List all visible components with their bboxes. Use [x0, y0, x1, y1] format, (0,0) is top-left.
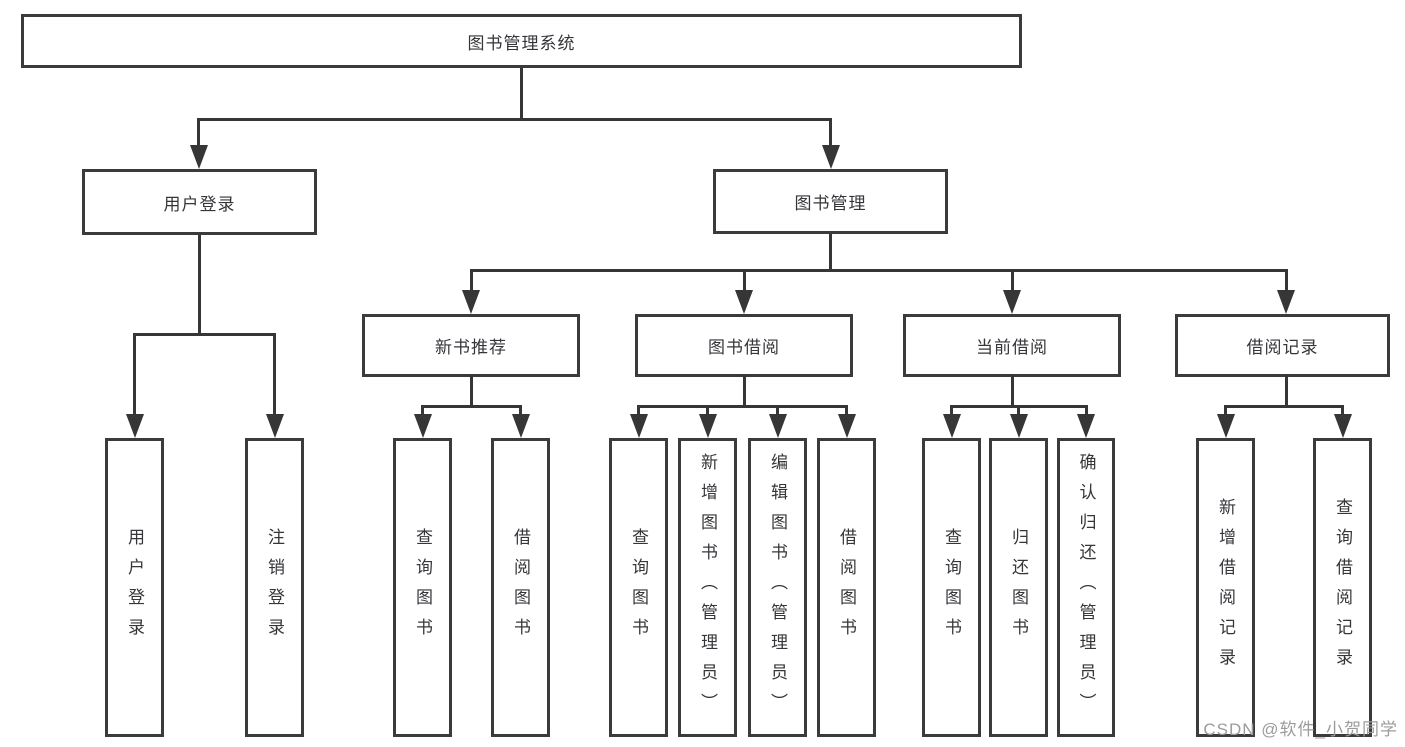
connector-line [273, 333, 276, 417]
leaf-query-books-borrowing: 查询图书 [609, 438, 668, 737]
arrowhead-down [266, 414, 284, 438]
connector-line [1085, 405, 1088, 417]
arrowhead-down [1010, 414, 1028, 438]
connector-line [470, 269, 473, 292]
arrowhead-down [838, 414, 856, 438]
connector-line [743, 375, 746, 407]
node-user-login: 用户登录 [82, 169, 317, 235]
connector-line [421, 405, 424, 417]
node-new-book-recommendation: 新书推荐 [362, 314, 580, 377]
connector-line [1017, 405, 1020, 417]
arrowhead-down [1077, 414, 1095, 438]
connector-line [1285, 269, 1288, 292]
node-current-borrowing: 当前借阅 [903, 314, 1121, 377]
arrowhead-down [1277, 290, 1295, 314]
connector-line [520, 68, 523, 120]
connector-line [1224, 405, 1344, 408]
leaf-confirm-return-admin: 确认归还（管理员） [1057, 438, 1115, 737]
arrowhead-down [1334, 414, 1352, 438]
leaf-add-borrow-record: 新增借阅记录 [1196, 438, 1255, 737]
node-book-management: 图书管理 [713, 169, 948, 234]
connector-line [829, 118, 832, 147]
connector-line [1285, 375, 1288, 407]
connector-line [133, 333, 136, 417]
leaf-user-login: 用户登录 [105, 438, 164, 737]
arrowhead-down [699, 414, 717, 438]
connector-line [776, 405, 779, 417]
connector-line [470, 375, 473, 407]
leaf-borrow-books-recommend: 借阅图书 [491, 438, 550, 737]
connector-line [421, 405, 522, 408]
arrowhead-down [462, 290, 480, 314]
connector-line [637, 405, 848, 408]
connector-line [845, 405, 848, 417]
leaf-return-books: 归还图书 [989, 438, 1048, 737]
arrowhead-down [822, 145, 840, 169]
connector-line [519, 405, 522, 417]
connector-line [133, 333, 276, 336]
connector-line [1011, 375, 1014, 407]
connector-line [198, 235, 201, 336]
node-book-borrowing: 图书借阅 [635, 314, 853, 377]
leaf-query-books-current: 查询图书 [922, 438, 981, 737]
connector-line [637, 405, 640, 417]
node-library-management-system: 图书管理系统 [21, 14, 1022, 68]
arrowhead-down [512, 414, 530, 438]
connector-line [1224, 405, 1227, 417]
node-borrowing-records: 借阅记录 [1175, 314, 1390, 377]
leaf-query-books-recommend: 查询图书 [393, 438, 452, 737]
arrowhead-down [1003, 290, 1021, 314]
arrowhead-down [190, 145, 208, 169]
connector-line [706, 405, 709, 417]
connector-line [1341, 405, 1344, 417]
leaf-logout: 注销登录 [245, 438, 304, 737]
arrowhead-down [630, 414, 648, 438]
leaf-add-books-admin: 新增图书（管理员） [678, 438, 737, 737]
arrowhead-down [1217, 414, 1235, 438]
arrowhead-down [769, 414, 787, 438]
csdn-watermark: CSDN @软件_小贺同学 [1203, 720, 1398, 739]
arrowhead-down [943, 414, 961, 438]
connector-line [1011, 269, 1014, 292]
connector-line [197, 118, 200, 147]
connector-line [743, 269, 746, 292]
leaf-borrow-books-borrowing: 借阅图书 [817, 438, 876, 737]
arrowhead-down [735, 290, 753, 314]
leaf-edit-books-admin: 编辑图书（管理员） [748, 438, 807, 737]
arrowhead-down [414, 414, 432, 438]
connector-line [470, 269, 1288, 272]
connector-line [950, 405, 953, 417]
connector-line [829, 234, 832, 272]
connector-line [197, 118, 832, 121]
arrowhead-down [126, 414, 144, 438]
leaf-query-borrow-record: 查询借阅记录 [1313, 438, 1372, 737]
